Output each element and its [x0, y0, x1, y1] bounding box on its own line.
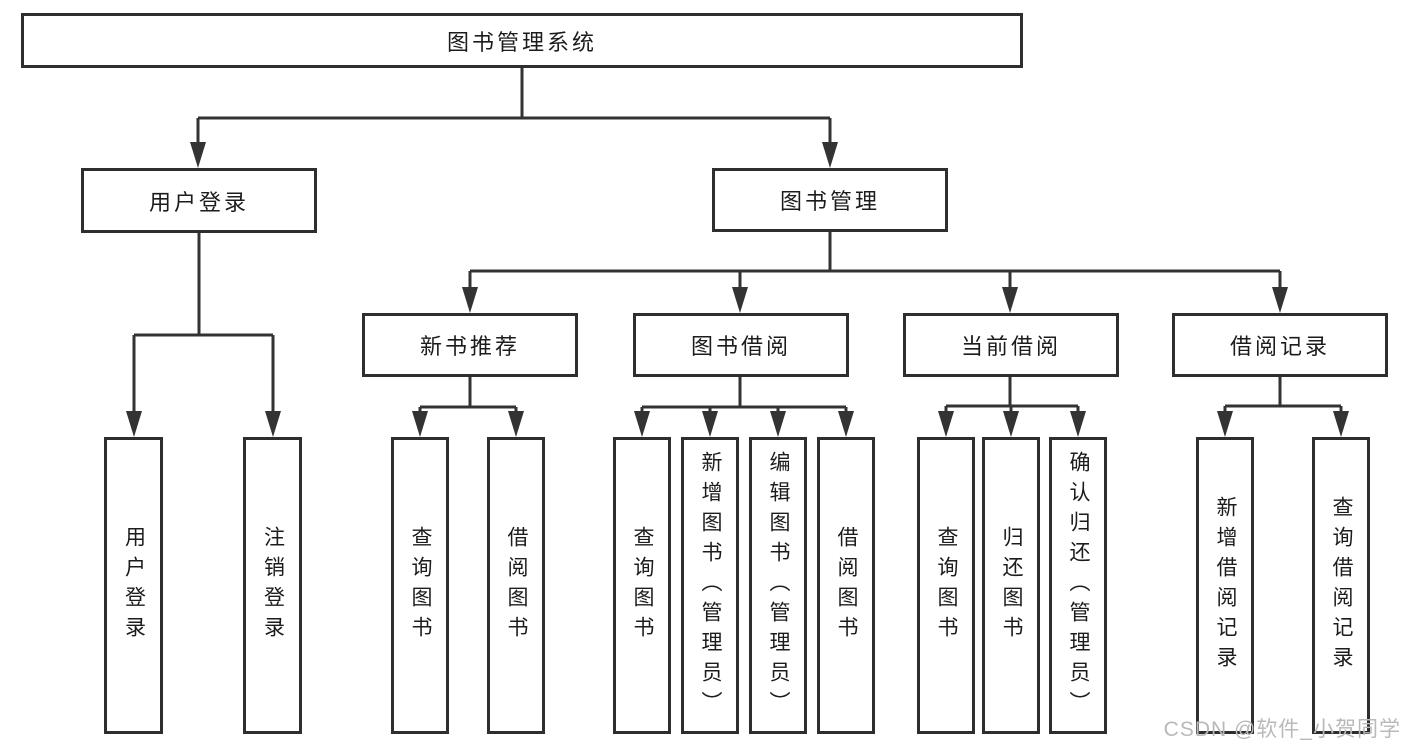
- leaf-borrow-books-recommend: 借阅图书: [487, 437, 545, 734]
- connector-currentborrow-to-leaves: [944, 377, 1080, 415]
- leaf-query-books-borrow: 查询图书: [613, 437, 671, 734]
- node-current-borrow: 当前借阅: [903, 313, 1119, 377]
- node-book-borrow: 图书借阅: [633, 313, 849, 377]
- leaf-borrow-books: 借阅图书: [817, 437, 875, 734]
- node-book-borrow-label: 图书借阅: [690, 334, 791, 359]
- connector-root-to-level1: [196, 68, 832, 146]
- leaf-edit-books-admin: 编辑图书（管理员）: [749, 437, 807, 734]
- node-user-login: 用户登录: [81, 168, 317, 233]
- leaf-user-login: 用户登录: [104, 437, 163, 734]
- connector-userlogin-to-leaves: [132, 233, 275, 415]
- leaf-logout: 注销登录: [243, 437, 302, 734]
- connector-borrowrecords-to-leaves: [1223, 377, 1343, 415]
- node-root: 图书管理系统: [21, 13, 1023, 68]
- node-new-book-recommend: 新书推荐: [362, 313, 578, 377]
- connector-bookborrow-to-leaves: [640, 377, 848, 415]
- node-borrow-records: 借阅记录: [1172, 313, 1388, 377]
- connector-newbooks-to-leaves: [418, 377, 518, 415]
- node-borrow-records-label: 借阅记录: [1229, 334, 1330, 359]
- leaf-query-books-current: 查询图书: [917, 437, 975, 734]
- connector-bookmgmt-to-level2: [468, 232, 1282, 291]
- node-user-login-label: 用户登录: [148, 189, 249, 215]
- node-new-book-recommend-label: 新书推荐: [419, 334, 520, 359]
- node-root-label: 图书管理系统: [446, 29, 597, 55]
- leaf-query-borrow-record: 查询借阅记录: [1312, 437, 1370, 734]
- csdn-watermark: CSDN @软件_小贺同学: [1163, 718, 1401, 741]
- leaf-return-books: 归还图书: [982, 437, 1040, 734]
- leaf-add-borrow-record: 新增借阅记录: [1196, 437, 1254, 734]
- arrowheads: [126, 142, 1349, 437]
- leaf-query-books-recommend: 查询图书: [391, 437, 449, 734]
- node-current-borrow-label: 当前借阅: [960, 334, 1061, 359]
- node-book-management-label: 图书管理: [779, 189, 880, 214]
- leaf-confirm-return-admin: 确认归还（管理员）: [1049, 437, 1107, 734]
- node-book-management: 图书管理: [712, 168, 948, 232]
- leaf-add-books-admin: 新增图书（管理员）: [681, 437, 739, 734]
